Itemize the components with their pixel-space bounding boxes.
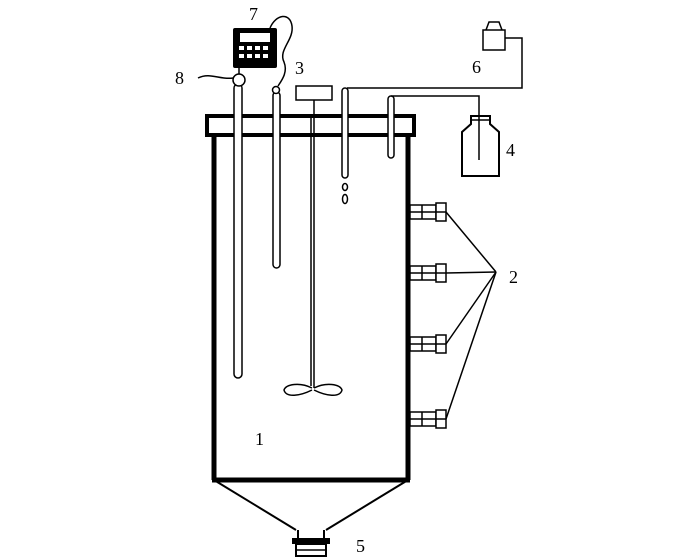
sampling-port [409,202,447,222]
probe-tube [197,73,246,379]
label-vessel: 1 [255,429,264,449]
label-sampling-ports: 2 [509,267,518,287]
label-drain: 5 [356,536,365,556]
sampling-ports [409,202,447,429]
sampling-port [409,334,447,354]
label-bottle: 4 [506,140,515,160]
drain-valve [292,530,330,557]
sampling-port [409,409,447,429]
feed-bottle [461,115,500,177]
conical-bottom [213,479,409,531]
label-pump: 6 [472,57,481,77]
port-leader-lines [445,211,497,420]
vessel-body [211,135,411,483]
stirrer-assembly [283,85,343,396]
aeration-tube [341,37,523,205]
label-stirrer-motor: 3 [295,58,304,78]
label-probe: 8 [175,68,184,88]
feed-tube [387,95,480,159]
meter-device [233,15,293,87]
label-meter: 7 [249,4,258,24]
sensor-tube [271,85,281,269]
pump-device [482,21,506,51]
sampling-port [409,263,447,283]
